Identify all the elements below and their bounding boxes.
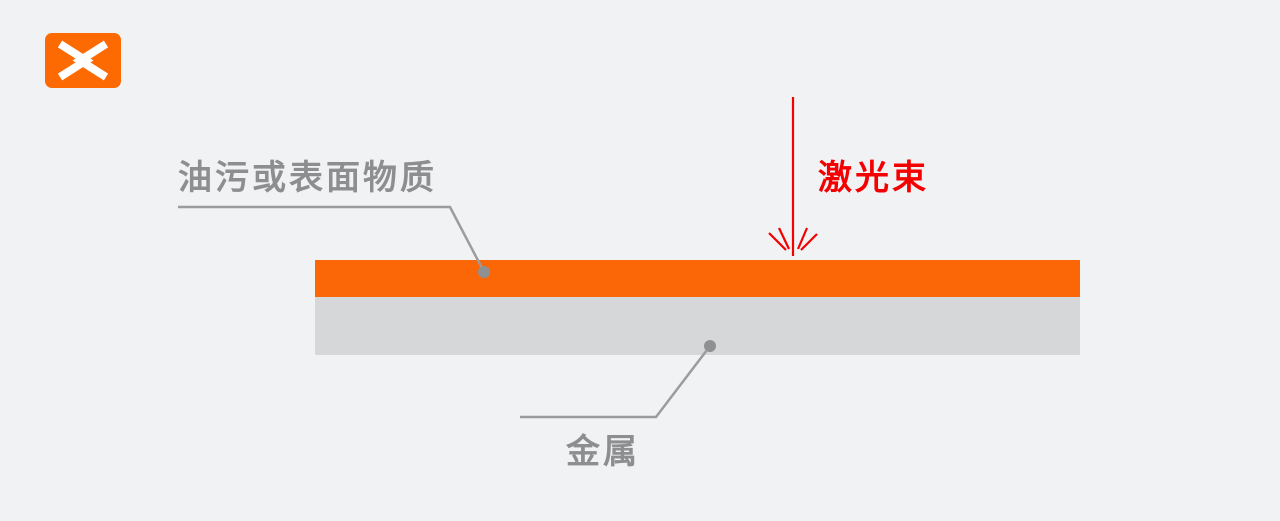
metal-layer	[315, 297, 1080, 355]
metal-label: 金属	[566, 432, 640, 472]
brand-logo-chevrons-icon	[57, 40, 109, 81]
laser-beam-label: 激光束	[818, 158, 929, 198]
surface-layer-label: 油污或表面物质	[178, 158, 437, 198]
contamination-layer	[315, 260, 1080, 297]
brand-logo	[45, 33, 121, 88]
laser-beam-icon	[768, 97, 818, 256]
